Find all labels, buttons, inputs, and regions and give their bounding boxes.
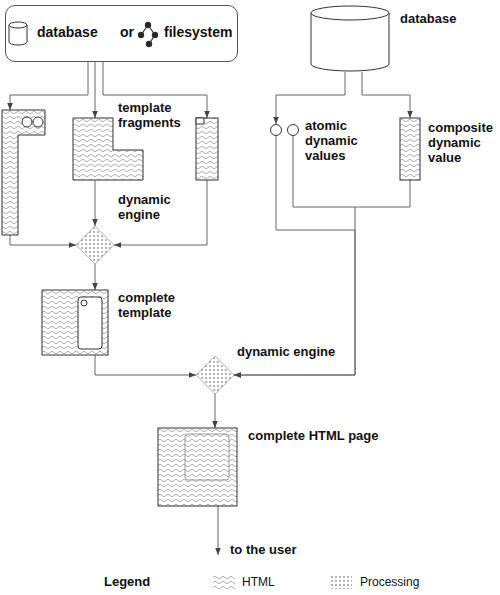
engine-diamond: dynamic engine [196, 356, 234, 394]
composite-shape [400, 118, 420, 180]
engine-diamond: dynamic engine [76, 226, 114, 264]
legend-sample [330, 575, 352, 589]
filesystem-icon-dot [145, 22, 150, 27]
filesystem-icon-dot [146, 41, 151, 46]
output-label: to the user [230, 542, 296, 557]
fragment-shape [196, 118, 218, 180]
node-label: complete template [118, 290, 193, 320]
page-shape [158, 428, 237, 506]
flow-connector [362, 72, 410, 118]
cylinder-body [311, 13, 389, 71]
fragment-slot [22, 117, 32, 127]
page-inner [185, 434, 229, 480]
node-label: template fragments [118, 100, 193, 130]
node-outline [42, 290, 108, 355]
legend-swatch [330, 575, 352, 589]
value-circle [288, 125, 299, 136]
source-box: database or filesystem [5, 5, 238, 62]
filesystem-icon-dot [138, 32, 143, 37]
node-label: complete HTML page [248, 428, 379, 443]
node-outline [270, 124, 299, 136]
left-template-fragment [2, 110, 45, 235]
flow-line [114, 180, 207, 245]
node-label: dynamic engine [237, 344, 335, 359]
value-circle [271, 125, 282, 136]
flow-connector [276, 72, 345, 124]
flow-connector [215, 394, 216, 428]
filesystem-icon [138, 22, 157, 46]
flow-connector [95, 62, 96, 118]
template-shape [42, 290, 108, 355]
flow-line [10, 62, 88, 110]
fragment-shape [2, 110, 45, 235]
legend-text: Processing [360, 575, 419, 590]
right-template-fragment [196, 118, 218, 180]
node-label: dynamic engine [118, 192, 183, 222]
flow-connector [95, 264, 96, 290]
node-label: database [400, 11, 456, 26]
output-arrow [218, 506, 219, 555]
template-slot [81, 300, 87, 306]
template-fragment: template fragments [73, 118, 143, 180]
legend-swatch [213, 575, 235, 589]
decor-wires [10, 62, 355, 555]
filesystem-icon-dot [152, 32, 157, 37]
database-icon-top [9, 22, 27, 28]
complete-template: complete template [42, 290, 108, 355]
node-outline [76, 226, 114, 264]
node-label: filesystem [164, 25, 232, 40]
node-label: database [37, 25, 98, 40]
node-outline [310, 5, 390, 72]
flow-line [10, 235, 76, 245]
legend-title: Legend [104, 574, 150, 589]
legend-text: HTML [242, 575, 275, 590]
fragment-slot [33, 117, 43, 127]
database-icon [9, 22, 27, 45]
node-label: composite dynamic value [428, 120, 500, 165]
cylinder-top [311, 6, 389, 20]
diamond-shape [76, 226, 114, 264]
template-slot [78, 297, 102, 349]
node-outline [196, 356, 234, 394]
flow-connector [234, 136, 355, 375]
node-outline [158, 428, 237, 506]
node-label: or [120, 25, 134, 40]
flow-connector [234, 180, 410, 375]
html-page: complete HTML page [158, 428, 237, 506]
node-outline [400, 118, 420, 180]
legend-sample [213, 575, 235, 589]
database-cylinder: database [310, 5, 390, 72]
node-label: atomic dynamic values [305, 118, 367, 163]
flow-connector [95, 355, 196, 375]
atomic-values: atomic dynamic values [270, 124, 299, 136]
diamond-shape [196, 356, 234, 394]
composite-value: composite dynamic value [400, 118, 420, 180]
fragment-slot [196, 118, 204, 124]
flow-connector [95, 180, 96, 226]
